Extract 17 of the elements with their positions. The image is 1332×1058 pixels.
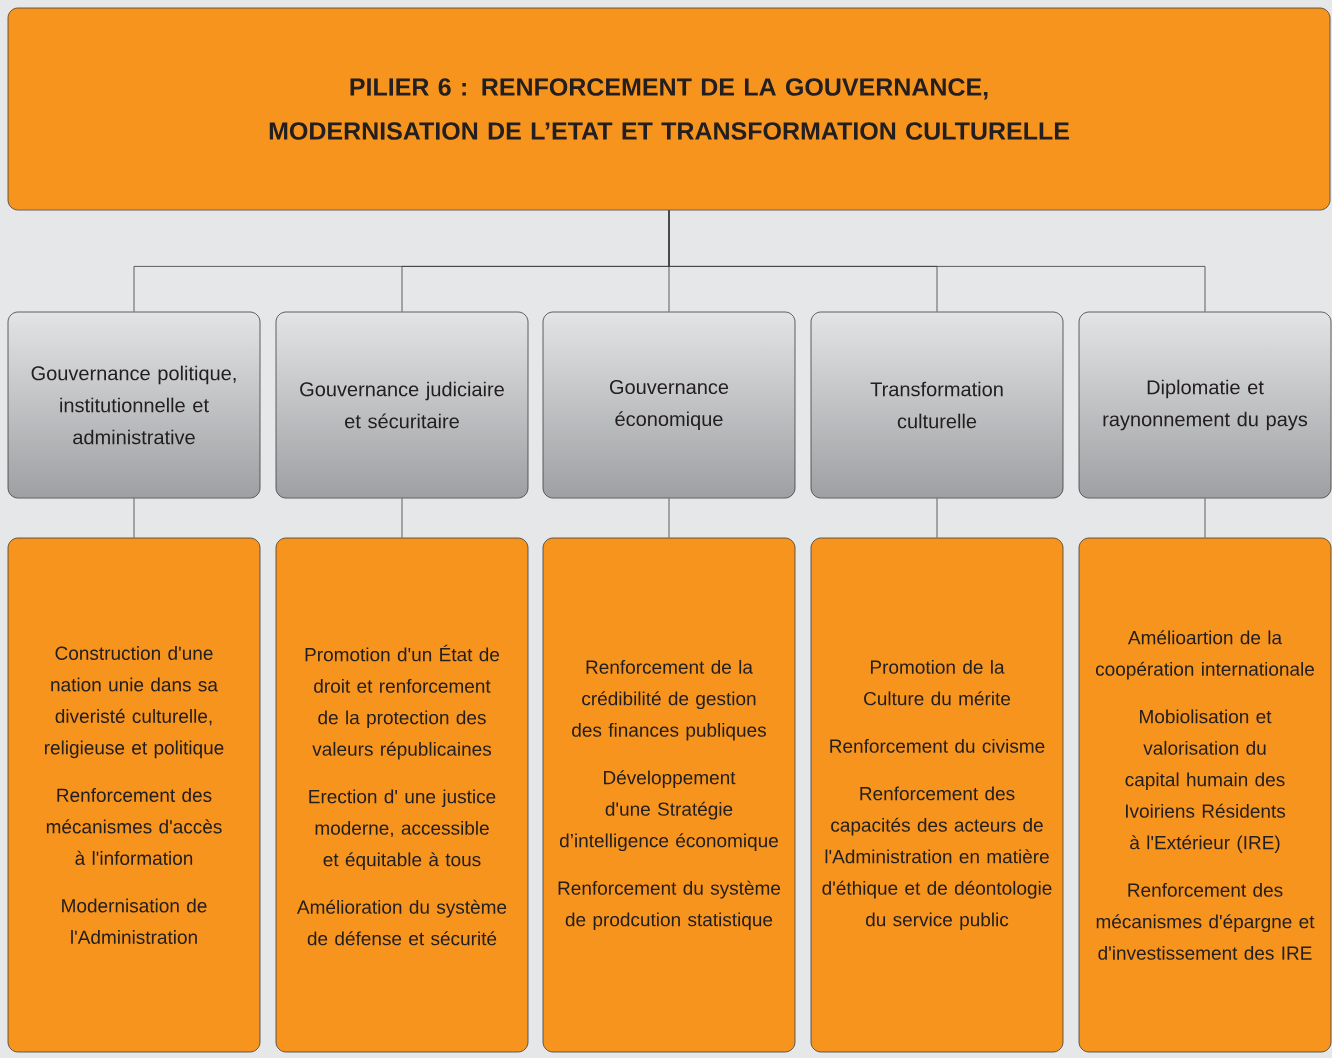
connector-line: [401, 498, 403, 538]
connector-line: [668, 210, 1206, 312]
action-box: Promotion de la Culture du mérite Renforcement du civisme Renforcement des capacités des acteurs de l'Administration en matière d'éthique et de déontologie du service public: [810, 537, 1064, 1053]
action-box: Renforcement de la crédibilité de gestion des finances publiques Développement d'une Stratégie d’intelligence économique Renforcement du système de prodcution statistique: [542, 537, 796, 1053]
action-box: Construction d'une nation unie dans sa diveristé culturelle, religieuse et politique Renforcement des mécanismes d'accès à l'information Modernisation de l'Administration: [7, 537, 261, 1053]
action-box: Promotion d'un État de droit et renforcement de la protection des valeurs républicaines Erection d' une justice moderne, accessible et équitable à tous Amélioration du système de défense et sécurité: [275, 537, 529, 1053]
domain-box: Transformation culturelle: [810, 311, 1064, 499]
pillar-title-box: PILIER 6 : RENFORCEMENT DE LA GOUVERNANCE, MODERNISATION DE L’ETAT ET TRANSFORMATION CULTURELLE: [7, 7, 1331, 211]
domain-box: Gouvernance économique: [542, 311, 796, 499]
connector-line: [1204, 498, 1206, 538]
connector-line: [668, 498, 670, 538]
connector-line: [936, 498, 938, 538]
connector-line: [133, 498, 135, 538]
domain-box: Gouvernance judiciaire et sécuritaire: [275, 311, 529, 499]
domain-box: Diplomatie et raynonnement du pays: [1078, 311, 1332, 499]
action-box: Amélioartion de la coopération internationale Mobiolisation et valorisation du capital humain des Ivoiriens Résidents à l'Extérieur (IRE) Renforcement des mécanismes d'épargne et d'investissement des IRE: [1078, 537, 1332, 1053]
domain-box: Gouvernance politique, institutionnelle et administrative: [7, 311, 261, 499]
